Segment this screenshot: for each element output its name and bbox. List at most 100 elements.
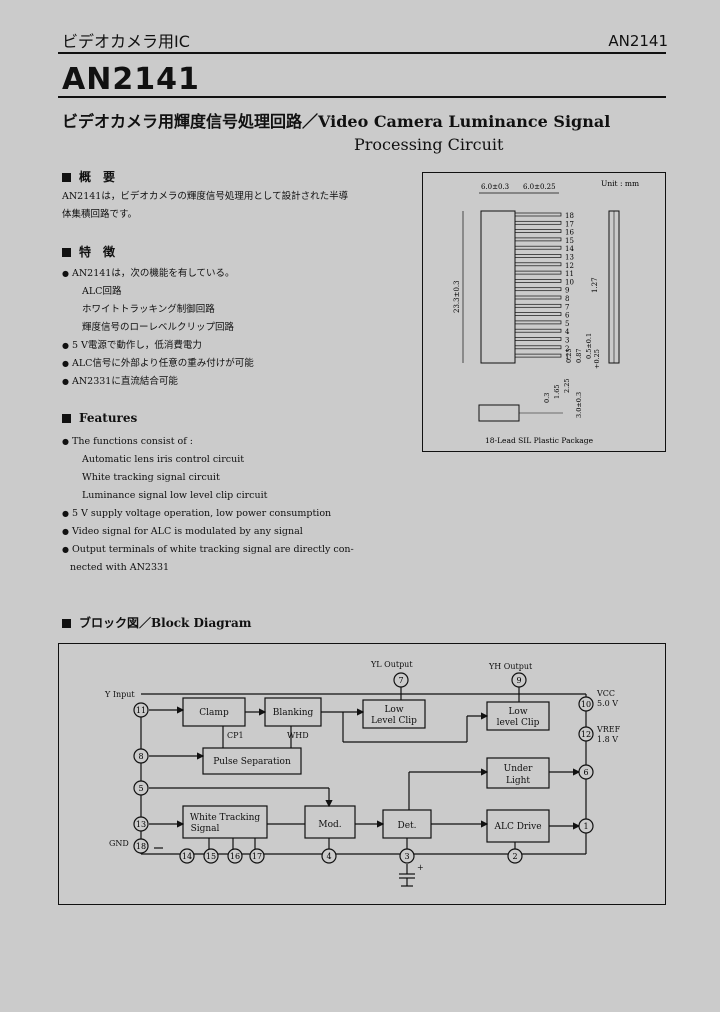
block-low-clip2-a: Low [508,707,527,717]
lead [514,220,562,225]
square-bullet-icon [62,173,71,182]
pin-number: 18 [136,842,146,851]
pin-label: 3 [565,337,569,345]
pin-circle [203,848,219,864]
pin-label: 12 [565,262,574,270]
pin-number: 14 [182,852,192,861]
label-vcc-val: 5.0 V [597,699,618,708]
overview-heading: 概 要 [62,168,115,185]
label-vref: VREF [596,725,621,734]
pin-number: 17 [252,852,262,861]
pin-label: 5 [565,320,569,328]
pin-number: 2 [512,852,517,861]
pin-number: 8 [138,752,143,761]
block-blanking: Blanking [273,708,314,718]
package-caption: 18-Lead SIL Plastic Package [485,436,594,445]
unit-label: Unit : mm [601,179,639,188]
dim-lead-len: 3.0±0.3 [575,392,583,418]
label-cp1: CP1 [227,731,244,740]
pin-number: 9 [516,676,521,685]
package-svg: Unit : mm 6.0±0.3 6.0±0.25 23.3±0.3 1817… [453,179,639,445]
lead [514,212,562,217]
lead [514,303,562,308]
lead [514,229,562,233]
block-white-track-b: Signal [191,824,220,834]
lead-frame [514,212,562,358]
dim-t2: 1.65 [553,385,561,399]
features-jp-heading: 特 徴 [62,243,115,260]
pin-label: 17 [565,220,574,228]
block-low-clip1-b: Level Clip [371,716,417,726]
pin-label: 16 [565,229,574,237]
pin-circle [393,672,409,688]
pin-circle [578,726,594,742]
lead [514,320,562,325]
pin-number: 15 [206,852,216,861]
block-under-light-a: Under [504,764,533,774]
dim-lead-w: 0.5±0.1 [585,333,593,359]
header-category: ビデオカメラ用IC [62,32,190,51]
label-vcc: VCC [596,689,615,698]
pin-circle [133,780,149,796]
pin-label: 18 [565,212,574,220]
features-en-list: The functions consist of : Automatic len… [62,433,354,577]
lead [514,262,562,267]
lead [514,237,562,242]
block-pulse-sep: Pulse Separation [213,757,291,767]
lead [514,337,562,341]
pin-circle [179,848,195,864]
pin-circle [507,848,523,864]
pin-label: 13 [565,254,574,262]
pin-circle [578,764,594,780]
pin-label: 4 [565,328,570,336]
pin-number: 3 [404,852,409,861]
label-yh-output: YH Output [488,662,533,671]
pin-number: 10 [581,700,591,709]
pin-number: 7 [398,676,403,685]
title-rule [58,96,666,98]
pin-circle [133,816,149,832]
dim-lead-t2: 0.25 [565,349,573,363]
lead [514,295,562,300]
features-jp-list: AN2141は，次の機能を有している。 ALC回路 ホワイトトラッキング制御回路… [62,265,254,391]
pin-number: 6 [583,768,588,777]
label-whd: WHD [287,731,309,740]
square-bullet-icon [62,619,71,628]
label-plus: + [417,863,424,872]
features-en-heading: Features [62,411,137,425]
square-bullet-icon [62,414,71,423]
block-mod: Mod. [318,820,341,830]
dim-pitch: 1.27 [591,277,599,293]
dim-width-a: 6.0±0.3 [481,183,509,191]
dim-t1: 0.3 [543,393,551,403]
square-bullet-icon [62,248,71,257]
dim-t3: 2.25 [563,379,571,393]
pin-label: 8 [565,295,569,303]
block-low-clip2-b: level Clip [497,718,540,728]
block-under-light-b: Light [506,776,530,786]
label-yl-output: YL Output [370,660,413,669]
dim-lead-t: 0.87 [575,349,583,363]
pin-label: 10 [565,278,574,286]
pin-circle [249,848,265,864]
label-y-input: Y Input [104,690,135,699]
pin-label: 11 [565,270,574,278]
lead [514,312,562,316]
diagram-heading: ブロック図／Block Diagram [62,614,251,631]
pin-label: 9 [565,287,569,295]
pin-circle [227,848,243,864]
block-alc-drive: ALC Drive [493,822,541,832]
pin-number: 16 [230,852,240,861]
pin-circle [399,848,415,864]
dim-tol: +0.25 [593,349,601,369]
pin-number: 11 [136,706,146,715]
pin-label: 1 [565,353,569,361]
pin-number: 5 [138,784,143,793]
part-title: AN2141 [62,62,200,97]
pin-circle [578,818,594,834]
lead [514,270,562,275]
